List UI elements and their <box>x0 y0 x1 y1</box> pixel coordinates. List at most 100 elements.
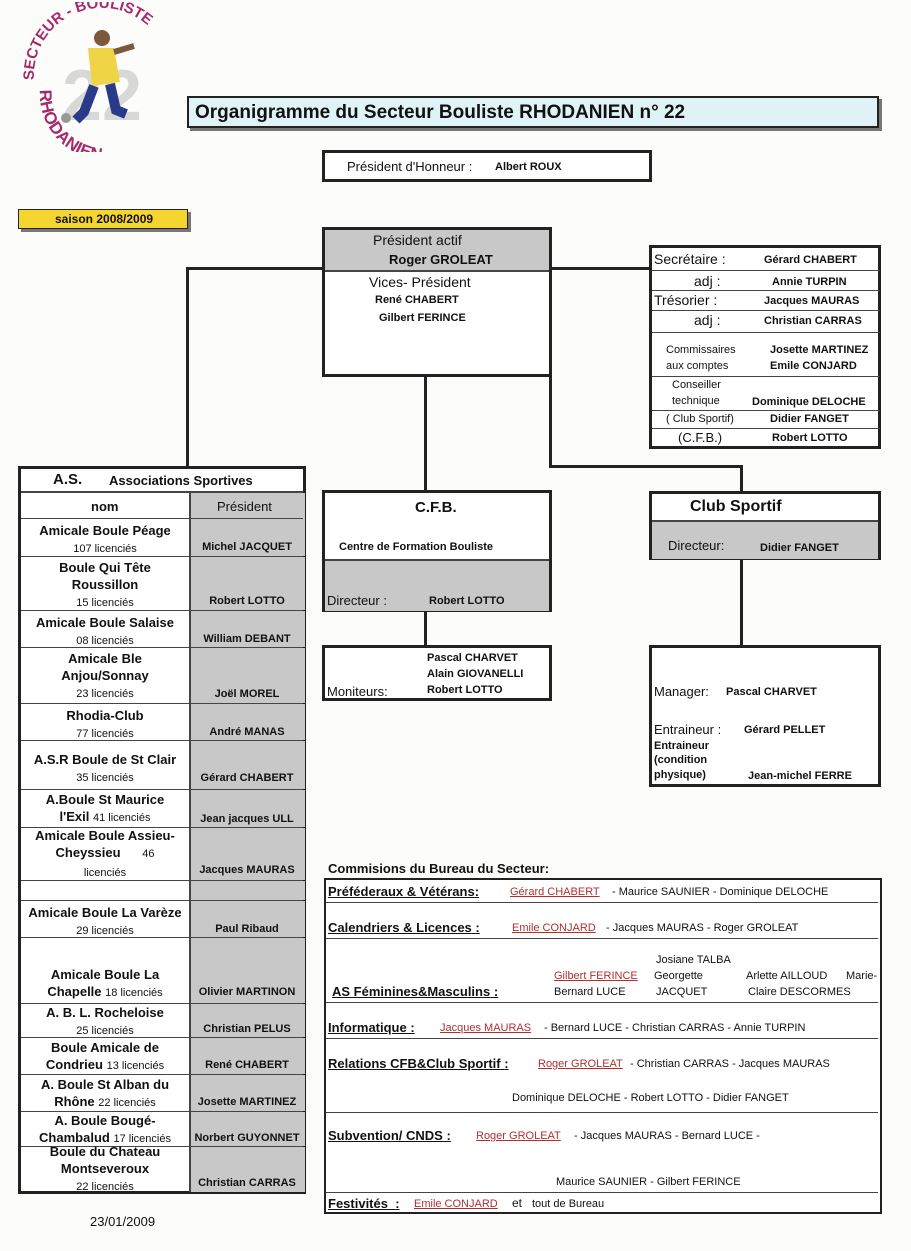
cfb-director-label: Directeur : <box>327 593 387 608</box>
club-president: Christian PELUS <box>203 1023 291 1035</box>
club-name: A.Boule St Maurice <box>45 792 165 807</box>
logo-bottom-text: RHODANIEN <box>36 89 104 152</box>
moniteurs-label: Moniteurs: <box>327 684 388 699</box>
club-name: Amicale Boule Salaise <box>35 615 174 630</box>
cfb-box: C.F.B. Centre de Formation Bouliste Dire… <box>322 490 552 612</box>
commission-members: - Christian CARRAS - Jacques MAURAS <box>630 1058 830 1070</box>
honorary-name: Albert ROUX <box>495 161 562 173</box>
club-name: Montseveroux <box>60 1161 150 1176</box>
club-licences: 18 licenciés <box>105 987 163 999</box>
commissions-heading: Commisions du Bureau du Secteur: <box>328 861 550 876</box>
bureau-role: (C.F.B.) <box>678 430 723 445</box>
logo-top-text: SECTEUR - BOULISTE <box>22 2 156 80</box>
club-name: Condrieu <box>45 1057 103 1072</box>
commission-member: Arlette AILLOUD <box>746 970 828 982</box>
commission-members: Maurice SAUNIER - Gilbert FERINCE <box>556 1176 741 1188</box>
club-licences: 41 licenciés <box>92 812 151 824</box>
club-licences: 15 licenciés <box>76 597 134 609</box>
commission-member: Marie- <box>846 970 878 982</box>
bureau-name: Josette MARTINEZ <box>770 344 869 356</box>
commission-title: Préféderaux & Vétérans <box>328 884 475 899</box>
club-president: Josette MARTINEZ <box>197 1096 297 1108</box>
commission-member: Georgette <box>654 970 703 982</box>
moniteur: Pascal CHARVET <box>427 652 518 664</box>
cfb-title: C.F.B. <box>415 499 457 516</box>
moniteur: Robert LOTTO <box>427 684 503 696</box>
club-name: Amicale Boule La <box>50 967 160 982</box>
club-licences: 107 licenciés <box>73 543 137 555</box>
club-president: Robert LOTTO <box>209 595 285 607</box>
commission-lead[interactable]: Emile CONJARD <box>414 1198 498 1210</box>
svg-text:SECTEUR - BOULISTE: SECTEUR - BOULISTE <box>22 2 156 80</box>
bureau-name: Jacques MAURAS <box>764 295 860 307</box>
club-president: Paul Ribaud <box>215 923 279 935</box>
club-licences: 13 licenciés <box>106 1060 165 1072</box>
club-licences: 08 licenciés <box>76 635 134 647</box>
col-president: Président <box>217 499 272 514</box>
club-name: Rhône <box>54 1094 95 1109</box>
vice-2: Gilbert FERINCE <box>379 312 466 324</box>
bureau-role: Commissaires <box>666 344 736 356</box>
club-sportif-box: Club Sportif Directeur: Didier FANGET <box>649 491 881 560</box>
club-name: Cheyssieu <box>55 845 121 860</box>
commission-title: Relations CFB&Club Sportif <box>328 1056 501 1071</box>
honorary-president-box: Président d'Honneur : Albert ROUX <box>322 150 652 182</box>
commission-lead[interactable]: Roger GROLEAT <box>476 1130 561 1142</box>
club-president: Jean jacques ULL <box>200 813 294 825</box>
commission-lead[interactable]: Emile CONJARD <box>512 922 596 934</box>
cfb-director-name: Robert LOTTO <box>429 595 505 607</box>
commission-lead[interactable]: Roger GROLEAT <box>538 1058 623 1070</box>
commission-member: JACQUET <box>656 986 708 998</box>
commission-lead[interactable]: Jacques MAURAS <box>440 1022 532 1034</box>
trainer-name: Gérard PELLET <box>744 724 826 736</box>
club-licences: 23 licenciés <box>76 688 134 700</box>
document-date: 23/01/2009 <box>90 1214 156 1229</box>
club-name: Boule Qui Tête <box>59 560 151 575</box>
honorary-label: Président d'Honneur : <box>347 159 473 174</box>
commission-members: et <box>512 1196 523 1210</box>
club-licences: 22 licenciés <box>76 1181 134 1193</box>
club-name: Amicale Boule Assieu- <box>35 828 175 843</box>
associations-table: A.S. Associations Sportives nom Présiden… <box>18 466 306 1194</box>
bureau-role: aux comptes <box>666 360 729 372</box>
vice-1: René CHABERT <box>375 294 459 306</box>
logo: 22 SECTEUR - BOULISTE RHODANIEN <box>22 2 182 152</box>
president-name: Roger GROLEAT <box>389 252 493 267</box>
club-name: Boule Amicale de <box>51 1040 159 1055</box>
bureau-role: technique <box>672 395 720 407</box>
club-president: Jacques MAURAS <box>199 864 295 876</box>
commission-title: AS Féminines&Masculins <box>332 984 491 999</box>
as-header-long: Associations Sportives <box>109 473 253 488</box>
col-nom: nom <box>91 499 119 514</box>
trainer-label: Entraineur : <box>654 722 722 737</box>
manager-name: Pascal CHARVET <box>726 686 817 698</box>
club-name: Chapelle <box>47 984 102 999</box>
club-licences: 29 licenciés <box>76 925 134 937</box>
club-name: A. Boule St Alban du <box>40 1077 170 1092</box>
club-director-name: Didier FANGET <box>760 542 839 554</box>
boules-player-icon: 22 <box>61 30 142 136</box>
staff-box: Manager: Pascal CHARVET Entraineur : Gér… <box>649 645 881 787</box>
club-licences: 22 licenciés <box>98 1097 156 1109</box>
club-name: Rhodia-Club <box>66 708 144 723</box>
club-president: René CHABERT <box>205 1059 289 1071</box>
commission-lead[interactable]: Gérard CHABERT <box>510 886 600 898</box>
commission-lead[interactable]: Gilbert FERINCE <box>554 970 638 982</box>
moniteur: Alain GIOVANELLI <box>427 668 524 680</box>
club-president: Norbert GUYONNET <box>194 1132 300 1144</box>
cfb-subtitle: Centre de Formation Bouliste <box>339 541 494 553</box>
trainer2-label: Entraineur <box>654 740 710 752</box>
trainer2-name: Jean-michel FERRE <box>748 770 852 782</box>
table-row: Boule Amicale de Condrieu 13 licenciés Re… <box>21 1037 305 1074</box>
manager-label: Manager: <box>654 684 709 699</box>
bureau-name: Christian CARRAS <box>764 315 862 327</box>
commission-member: Bernard LUCE <box>554 986 626 998</box>
trainer2-label: physique) <box>654 769 706 781</box>
bureau-name: Robert LOTTO <box>772 432 848 444</box>
